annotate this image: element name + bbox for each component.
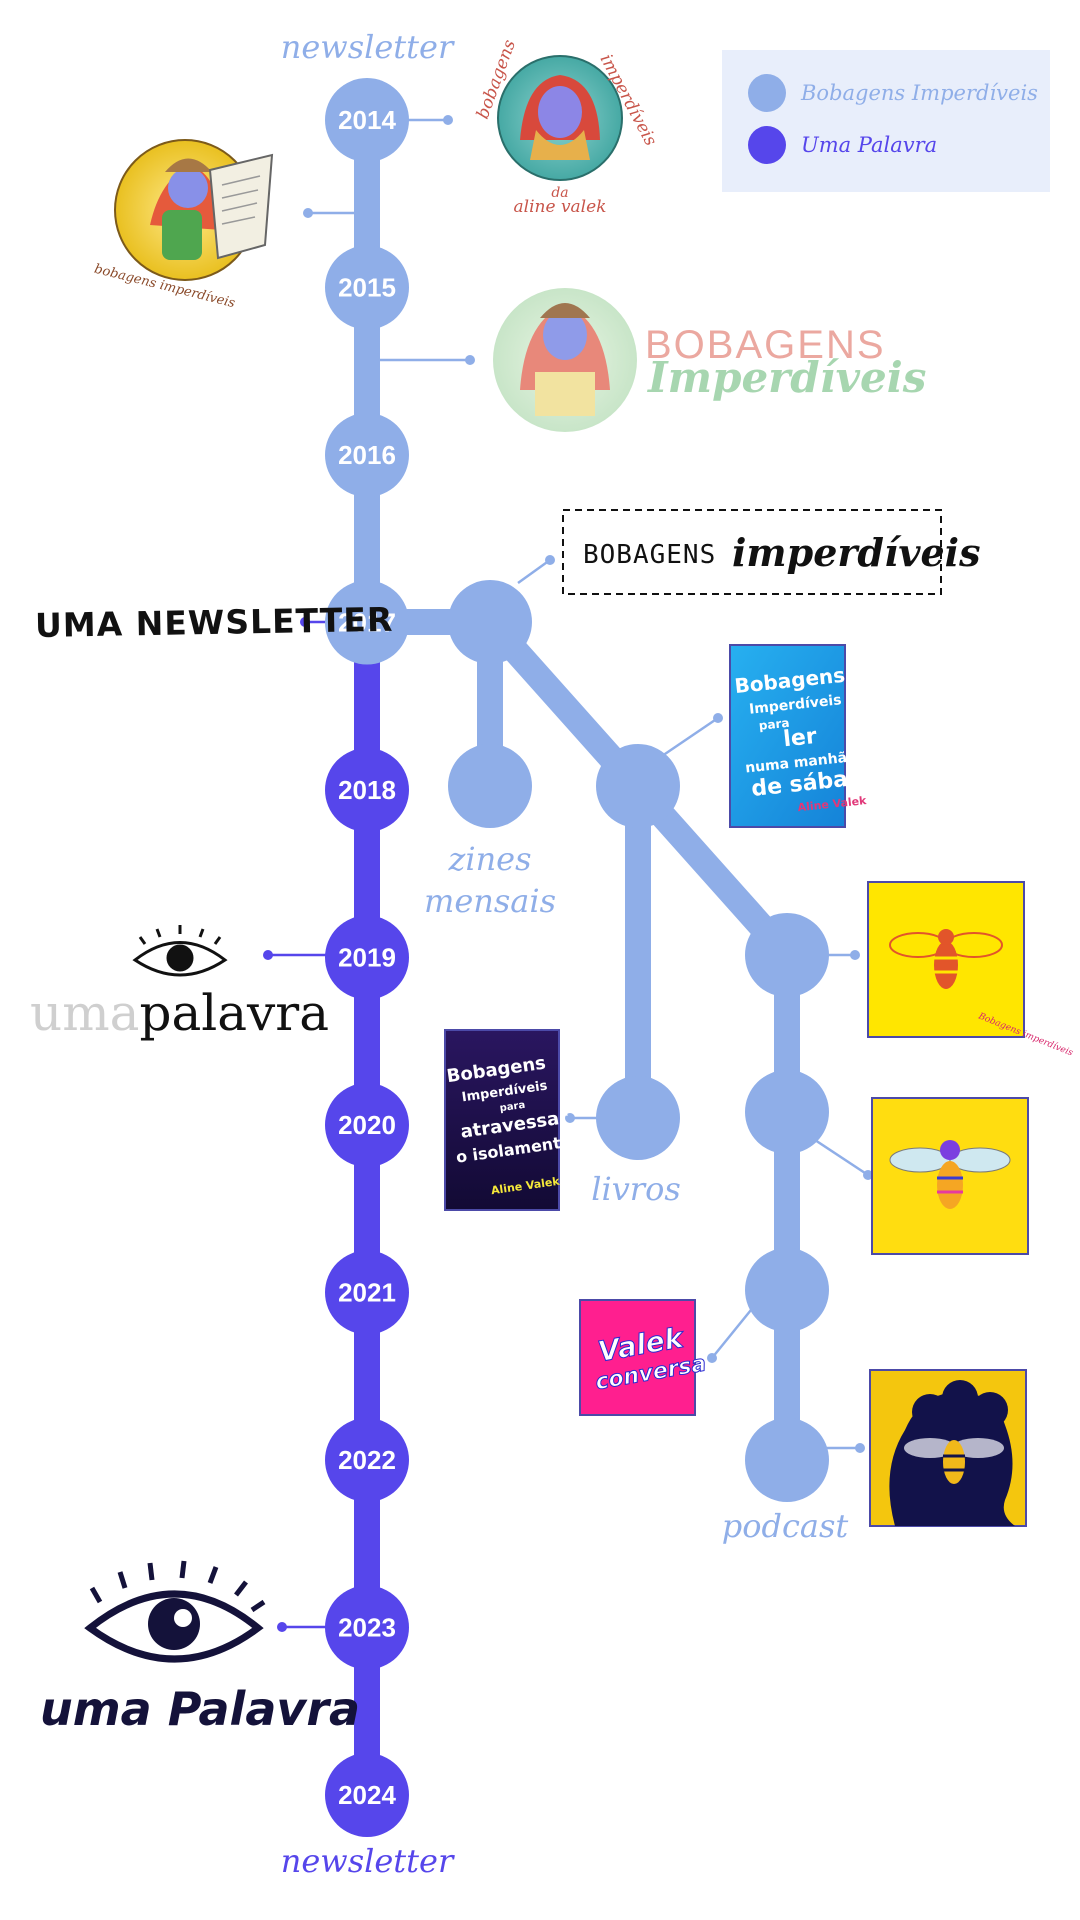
label-zines: zines [447,840,531,878]
year-node-2019 [325,915,409,1000]
logo-bobagens-2016: BOBAGENS Imperdíveis [493,288,926,432]
year-node-2017 [325,580,409,665]
legend-swatch-bobagens [748,74,786,112]
node-livros-split [596,744,680,828]
svg-text:ler: ler [782,724,818,752]
year-label-2022: 2022 [338,1445,396,1475]
rainbow-bee-icon [889,1140,1011,1209]
logo-umapalavra-text: umapalavra [30,984,329,1042]
logo-uma-palavra-brush: uma Palavra [40,1682,360,1736]
node-podcast-2 [745,1070,829,1154]
year-label-2018: 2018 [338,775,396,805]
logo-box-script: imperdíveis [732,530,981,575]
big-eye-icon [84,1560,266,1663]
year-node-2024 [325,1753,409,1837]
label-livros: livros [591,1170,681,1208]
year-label-2019: 2019 [338,943,396,973]
year-node-2015 [325,245,409,330]
cover-bee-2 [871,1097,1029,1255]
logo-badge-2014: bobagens imperdíveis da aline valek [473,37,661,217]
year-label-2023: 2023 [338,1613,396,1643]
bee-icon-small [904,1438,1004,1484]
label-bottom-newsletter: newsletter [281,1842,455,1880]
node-podcast-4 [745,1418,829,1502]
connector-dots [263,115,873,1632]
year-label-2024: 2024 [338,1780,396,1810]
cover-isolamento: Bobagens Imperdíveis para atravessar o i… [444,1029,573,1211]
year-node-2018 [325,748,409,832]
eye-icon [132,925,228,977]
badge-aline-valek: aline valek [514,197,607,217]
cover-bee-1: Bobagens imperdíveis [867,881,1075,1059]
legend-box [722,50,1050,192]
node-livros-end [596,1076,680,1160]
year-label-2020: 2020 [338,1110,396,1140]
legend-label-uma-palavra: Uma Palavra [801,133,937,157]
branches [354,609,800,1473]
newspaper-icon [208,153,274,260]
cover-valek-conversa: Valek conversa [579,1299,709,1416]
label-mensais: mensais [424,882,556,920]
year-node-2021 [325,1250,409,1335]
year-label-2016: 2016 [338,440,396,470]
cover-silhouette [869,1369,1027,1527]
year-node-2020 [325,1083,409,1167]
logo-imperdiveis-script: Imperdíveis [647,353,926,402]
year-label-2021: 2021 [338,1278,396,1308]
logo-box-caps: BOBAGENS [583,540,716,570]
legend: Bobagens Imperdíveis Uma Palavra [722,50,1050,192]
label-top-newsletter: newsletter [281,28,455,66]
label-podcast: podcast [722,1507,849,1545]
year-node-2014 [325,78,409,162]
logo-badge-2015: bobagens imperdíveis [93,139,274,311]
legend-swatch-uma-palavra [748,126,786,164]
branch-nodes [448,580,829,1502]
cover-sabado: Bobagens Imperdíveis para ler numa manhã… [729,644,880,828]
year-label-2014: 2014 [338,105,396,135]
node-zines-end [448,744,532,828]
logo-uma-newsletter: UMA NEWSLETTER [35,600,394,645]
year-label-2017: 2017 [338,608,396,638]
year-node-2016 [325,413,409,497]
year-node-2023 [325,1585,409,1670]
year-node-2022 [325,1418,409,1502]
year-label-2015: 2015 [338,273,396,303]
badge-da: da [551,185,568,201]
svg-text:para: para [758,716,790,733]
logo-bobagens-caps: BOBAGENS [645,323,886,367]
logo-uma-palavra-2023: uma Palavra [40,1560,360,1736]
logo-bobagens-box-2017: BOBAGENS imperdíveis [562,509,981,595]
year-nodes: 2014 2015 2016 2017 2018 2019 2020 2021 2022 2023… [325,78,409,1837]
logo-umapalavra-2019: umapalavra [30,925,329,1042]
node-podcast-3 [745,1248,829,1332]
node-podcast-1 [745,913,829,997]
bee-icon [889,929,1003,989]
legend-label-bobagens: Bobagens Imperdíveis [800,81,1038,105]
svg-text:para: para [499,1100,526,1114]
node-split-2017 [448,580,532,664]
